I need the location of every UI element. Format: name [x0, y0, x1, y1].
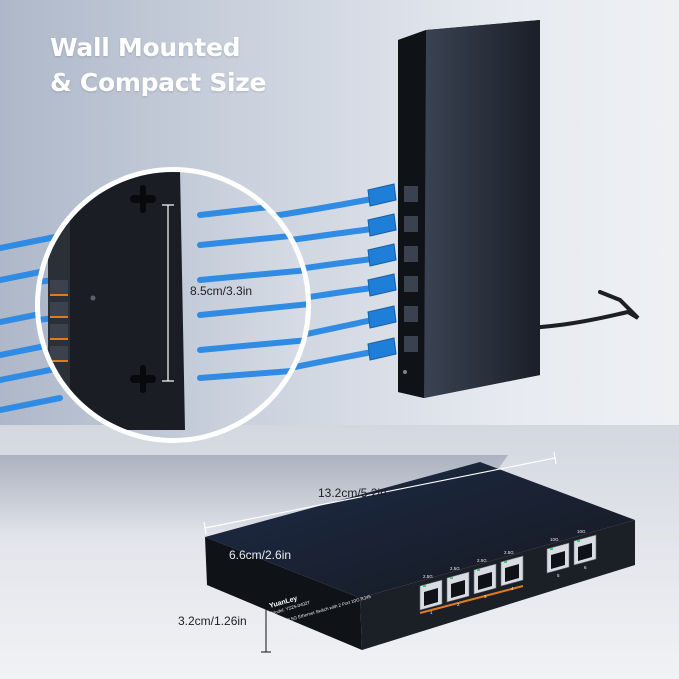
- port-number-label: 6: [584, 565, 587, 570]
- rj45-connectors: [367, 183, 397, 361]
- port-speed-label: 2.5G: [477, 558, 487, 563]
- mounting-slots: [130, 185, 156, 393]
- headline-line-1: Wall Mounted: [50, 33, 241, 62]
- power-label: PWR: [290, 632, 302, 640]
- power-button: [287, 637, 293, 643]
- thickness-dimension: [261, 599, 271, 653]
- port-number-label: 1: [430, 610, 433, 615]
- port-speed-label: 10G: [550, 537, 559, 542]
- zoom-circle: [35, 167, 311, 443]
- port-number-label: 5: [557, 573, 560, 578]
- height-dimension: [162, 204, 174, 382]
- port-number-label: 3: [484, 594, 487, 599]
- port-speed-label: 2.5G: [450, 566, 460, 571]
- port-speed-label: 2.5G: [504, 550, 514, 555]
- height-label: 8.5cm/3.3in: [190, 284, 253, 298]
- headline: Wall Mounted & Compact Size: [50, 30, 267, 100]
- port-speed-label: 10G: [577, 529, 586, 534]
- port-accent: [419, 585, 524, 614]
- headline-line-2: & Compact Size: [50, 68, 267, 97]
- port-number-label: 4: [511, 586, 514, 591]
- length-dimension: [203, 451, 557, 535]
- wall-switch: [398, 20, 540, 398]
- port-number-label: 2: [457, 602, 460, 607]
- length-label: 13.2cm/5.2in: [318, 486, 387, 500]
- port-speed-label: 2.5G: [423, 574, 433, 579]
- thickness-label: 3.2cm/1.26in: [178, 614, 247, 628]
- depth-label: 6.6cm/2.6in: [229, 548, 292, 562]
